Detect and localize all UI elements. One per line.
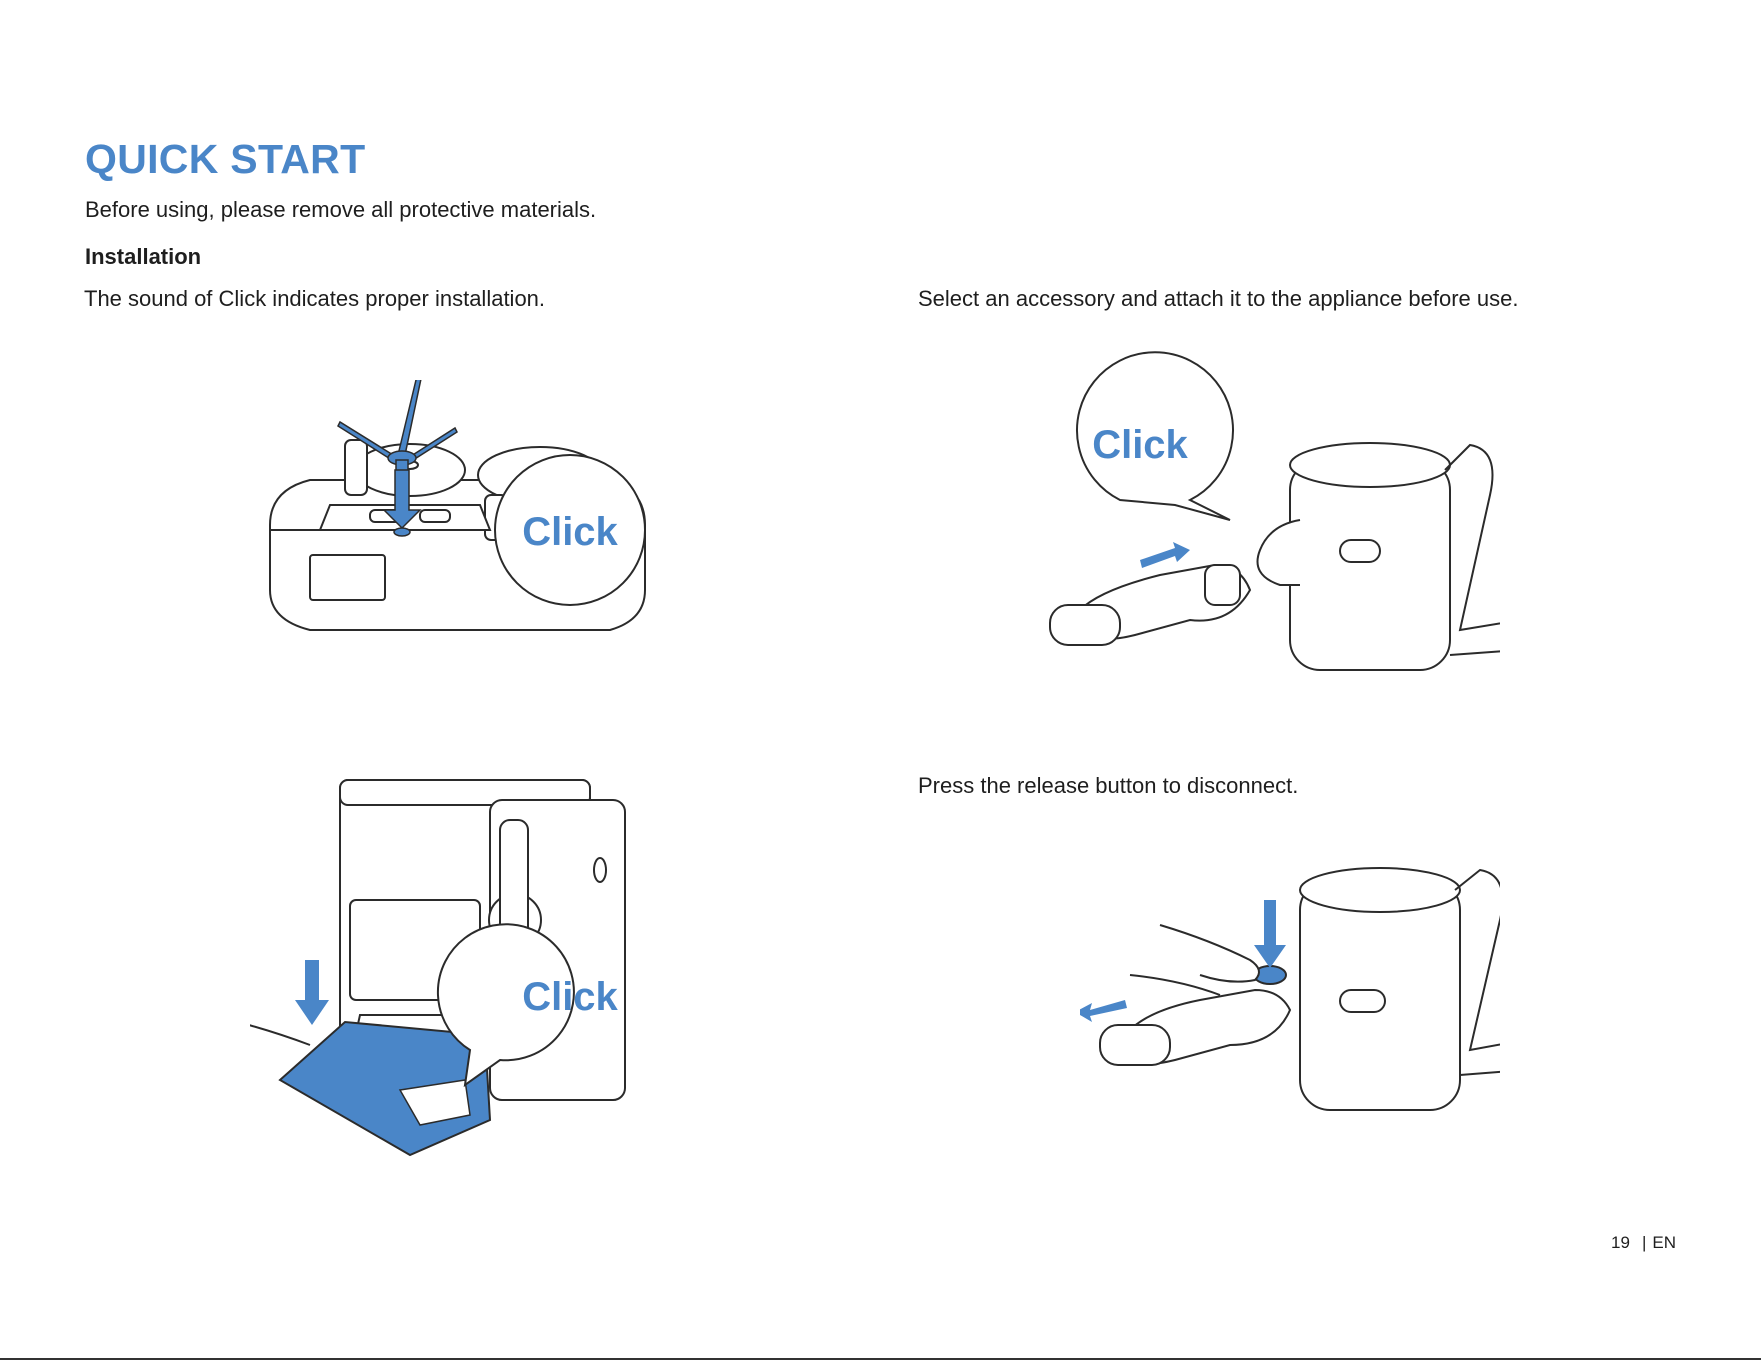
vacuum-release-button-illustration xyxy=(1080,860,1500,1130)
robot-side-brush-illustration: Click xyxy=(250,380,660,680)
intro-text: Before using, please remove all protecti… xyxy=(85,197,596,223)
click-callout-accessory: Click xyxy=(1092,423,1188,467)
page-title: QUICK START xyxy=(85,136,365,183)
footer-separator: | xyxy=(1642,1233,1646,1252)
caption-attach-accessory: Select an accessory and attach it to the… xyxy=(918,286,1519,312)
installation-heading: Installation xyxy=(85,244,201,270)
caption-installation: The sound of Click indicates proper inst… xyxy=(84,286,545,312)
vacuum-attach-accessory-illustration: Click xyxy=(1040,350,1500,690)
click-callout-mop: Click xyxy=(522,975,618,1019)
page-footer: 19 | EN xyxy=(1611,1233,1676,1253)
click-callout-brush: Click xyxy=(522,510,618,554)
base-station-mop-tray-illustration: Click xyxy=(250,760,670,1160)
page-number: 19 xyxy=(1611,1233,1630,1252)
caption-release-button: Press the release button to disconnect. xyxy=(918,773,1298,799)
bottom-rule xyxy=(0,1358,1761,1360)
language-code: EN xyxy=(1652,1233,1676,1252)
